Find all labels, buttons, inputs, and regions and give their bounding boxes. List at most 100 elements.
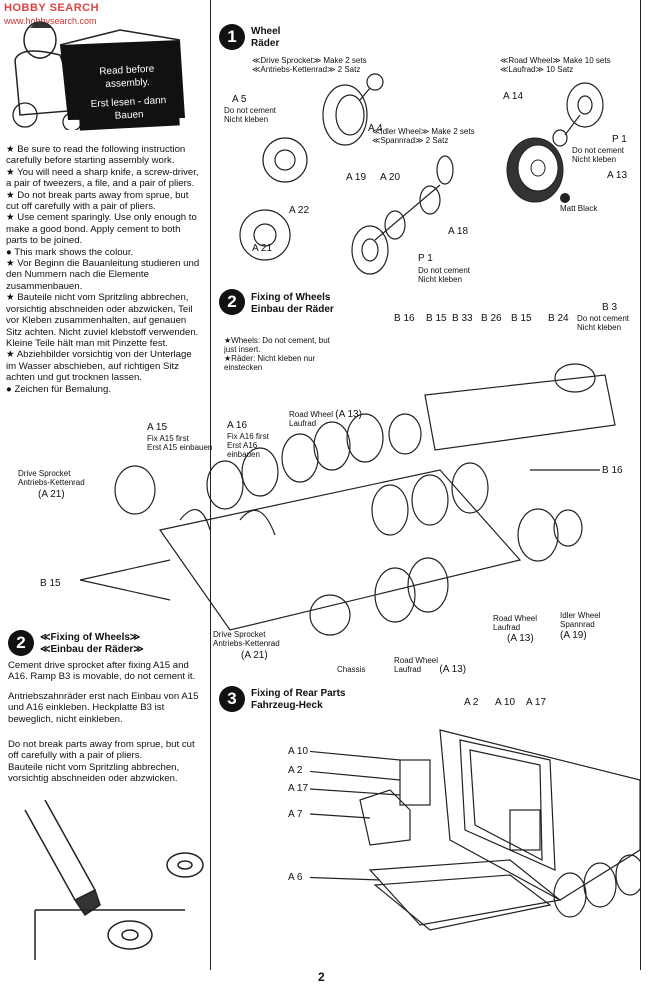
part-B24: B 24 xyxy=(548,313,569,324)
idler-de: Spannrad xyxy=(560,620,595,629)
instruction-5: This mark shows the colour. xyxy=(14,246,134,258)
a5-no-cement-de: Nicht kleben xyxy=(224,115,269,124)
drive-de-bottom: Antriebs-Kettenrad xyxy=(213,639,280,648)
step3-rear-drawing xyxy=(310,729,640,931)
column-divider xyxy=(210,0,211,970)
step1-title-de: Räder xyxy=(251,38,280,49)
step2b-number: 2 xyxy=(8,630,34,656)
part-B16-right: B 16 xyxy=(602,465,623,476)
part-A16: A 16 xyxy=(227,420,248,431)
a16-note-en: Fix A16 first xyxy=(227,432,269,441)
bubble-en: Read before assembly. xyxy=(99,63,155,91)
drive-sprocket-label-bottom: Drive Sprocket Antriebs-Kettenrad (A 21) xyxy=(213,630,280,661)
a16-note-de: Erst A16 xyxy=(227,441,258,450)
road-note-de: ≪Laufrad≫ 10 Satz xyxy=(500,65,574,74)
read-before-bubble: Read before assembly. Erst lesen - dann … xyxy=(76,55,180,131)
watermark-url: www.hobbysearch.com xyxy=(4,16,97,26)
road-wheel-label-right: Road Wheel Laufrad (A 13) xyxy=(493,614,538,644)
a15-note-de: Erst A15 einbauen xyxy=(147,443,213,452)
p1-idler-no-cement-de: Nicht kleben xyxy=(418,275,463,284)
part-A17-left: A 17 xyxy=(288,783,309,794)
idler-wheel-label: Idler Wheel Spannrad (A 19) xyxy=(560,611,601,641)
drive-de-left: Antriebs-Kettenrad xyxy=(18,478,85,487)
part-A6: A 6 xyxy=(288,872,303,883)
instruction-1: ★ Be sure to read the following instruct… xyxy=(6,144,186,167)
a13-bottom: (A 13) xyxy=(439,664,467,675)
part-B15-left: B 15 xyxy=(40,578,61,589)
step3-title-en: Fixing of Rear Parts xyxy=(251,688,346,699)
instruction-3: ★ Do not break parts away from sprue, bu… xyxy=(6,189,189,213)
step2-note-de: ★Räder: Nicht kleben nur einstecken xyxy=(224,354,316,372)
road-en-bottom: Road Wheel xyxy=(394,656,439,665)
a13-right: (A 13) xyxy=(507,633,534,644)
road-wheel-note: ≪Road Wheel≫ Make 10 sets ≪Laufrad≫ 10 S… xyxy=(500,56,611,74)
part-A22: A 22 xyxy=(289,205,310,216)
part-A14: A 14 xyxy=(503,91,524,102)
instruction-8: ★ Abziehbilder vorsichtig von der Unterl… xyxy=(6,349,192,384)
part-A21: A 21 xyxy=(252,243,273,254)
step2-chassis-drawing xyxy=(79,363,616,636)
p1-idler-no-cement-en: Do not cement xyxy=(418,266,471,275)
part-A4: A 4 xyxy=(368,123,383,134)
matt-black-label: Matt Black xyxy=(560,204,598,213)
page-number: 2 xyxy=(318,970,325,984)
a13-top: (A 13) xyxy=(335,409,362,420)
right-border xyxy=(640,0,641,970)
part-A2-left: A 2 xyxy=(288,765,303,776)
instruction-9: Zeichen für Bemalung. xyxy=(14,383,111,395)
part-P1-road: P 1 xyxy=(612,134,627,145)
part-B15-top: B 15 xyxy=(426,313,447,324)
b3-no-cement-de: Nicht kleben xyxy=(577,323,622,332)
drive-note-en: ≪Drive Sprocket≫ Make 2 sets xyxy=(252,56,367,65)
a16-note-de2: einbauen xyxy=(227,450,260,459)
step2b-text: Cement drive sprocket after fixing A15 a… xyxy=(8,660,204,785)
idler-en: Idler Wheel xyxy=(560,611,601,620)
part-A15: A 15 xyxy=(147,422,168,433)
b3-no-cement-en: Do not cement xyxy=(577,314,630,323)
drive-sprocket-note: ≪Drive Sprocket≫ Make 2 sets ≪Antriebs-K… xyxy=(252,56,367,74)
road-wheel-label-top: Road Wheel (A 13) Laufrad xyxy=(289,409,362,429)
part-A13: A 13 xyxy=(607,170,628,181)
step2-title-de: Einbau der Räder xyxy=(251,304,334,315)
b3-no-cement: Do not cement Nicht kleben xyxy=(577,314,629,332)
part-A17-top: A 17 xyxy=(526,697,547,708)
watermark-site: HOBBY SEARCH xyxy=(4,2,100,14)
pliers-illustration xyxy=(24,799,204,960)
step2b-warn-en: Do not break parts away from sprue, but … xyxy=(8,739,195,762)
step1-title-en: Wheel xyxy=(251,26,281,37)
drive-en-left: Drive Sprocket xyxy=(18,469,71,478)
part-A19: A 19 xyxy=(346,172,367,183)
instruction-6: ★ Vor Beginn die Bauanleitung studieren … xyxy=(6,258,200,292)
step2-wheel-note: ★Wheels: Do not cement, but just insert.… xyxy=(224,336,344,372)
a21-bottom: (A 21) xyxy=(241,650,268,661)
part-A10-left: A 10 xyxy=(288,746,309,757)
a19: (A 19) xyxy=(560,630,587,641)
step2-note-en: ★Wheels: Do not cement, but just insert. xyxy=(224,336,330,354)
step2-title-en: Fixing of Wheels xyxy=(251,292,331,303)
instruction-7: ★ Bauteile nicht vom Spritzling abbreche… xyxy=(6,292,199,349)
p1-road-no-cement-en: Do not cement xyxy=(572,146,625,155)
bubble-de: Erst lesen - dann Bauen xyxy=(90,95,167,122)
step3-title: Fixing of Rear Parts Fahrzeug-Heck xyxy=(251,688,345,712)
p1-idler-no-cement: Do not cement Nicht kleben xyxy=(418,266,470,284)
road-en-right: Road Wheel xyxy=(493,614,538,623)
chassis-label: Chassis xyxy=(337,665,366,674)
step2b-text-en: Cement drive sprocket after fixing A15 a… xyxy=(8,660,196,683)
a15-note-en: Fix A15 first xyxy=(147,434,189,443)
paint-mark-icon-de: ● xyxy=(6,383,12,395)
a15-note: Fix A15 first Erst A15 einbauen xyxy=(147,434,212,452)
instruction-4: ★ Use cement sparingly. Use only enough … xyxy=(6,212,197,247)
step2b-title-en: ≪Fixing of Wheels≫ xyxy=(40,632,141,643)
step2b-warn-de: Bauteile nicht vom Spritzling abbrechen,… xyxy=(8,761,180,785)
part-A2-top: A 2 xyxy=(464,697,479,708)
general-instructions: ★ Be sure to read the following instruct… xyxy=(6,144,200,395)
drive-note-de: ≪Antriebs-Kettenrad≫ 2 Satz xyxy=(252,65,361,74)
road-de-bottom: Laufrad xyxy=(394,665,422,674)
part-P1-idler: P 1 xyxy=(418,253,433,264)
drive-sprocket-label-left: Drive Sprocket Antriebs-Kettenrad (A 21) xyxy=(18,469,85,500)
step1-title: Wheel Räder xyxy=(251,26,280,50)
step1-number: 1 xyxy=(219,24,245,50)
drive-en-bottom: Drive Sprocket xyxy=(213,630,266,639)
a16-note: Fix A16 first Erst A16 einbauen xyxy=(227,432,269,459)
step2b-text-de: Antriebszahnräder erst nach Einbau von A… xyxy=(8,690,199,725)
